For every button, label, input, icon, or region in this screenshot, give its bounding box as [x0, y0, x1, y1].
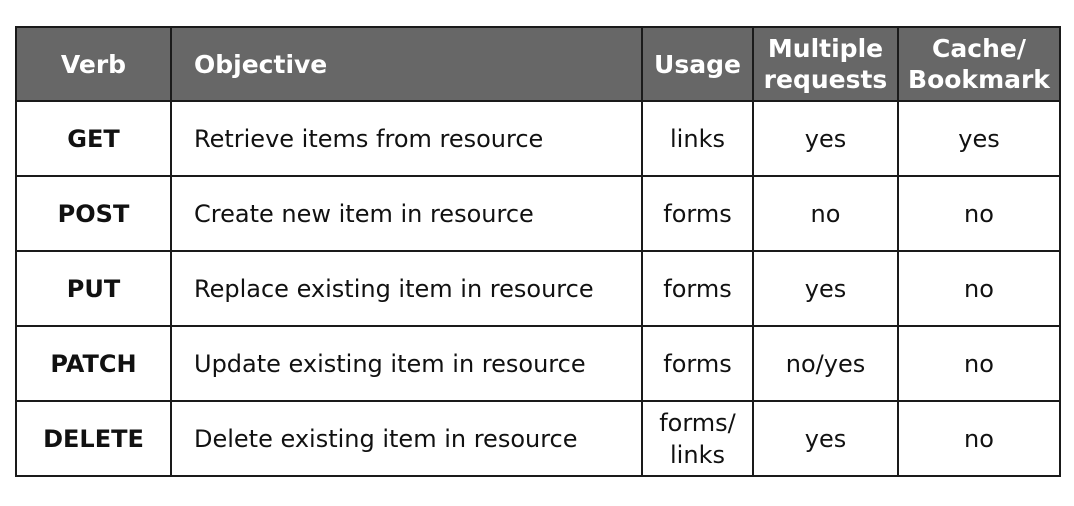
usage-cell: forms/ links — [641, 400, 754, 477]
header-usage: Usage — [641, 26, 754, 102]
cache-bookmark-cell: no — [897, 250, 1061, 327]
header-cache-bookmark: Cache/ Bookmark — [897, 26, 1061, 102]
verb-cell: GET — [15, 100, 172, 177]
usage-cell: forms — [641, 325, 754, 402]
header-objective: Objective — [170, 26, 643, 102]
cache-bookmark-cell: no — [897, 175, 1061, 252]
objective-cell: Retrieve items from resource — [170, 100, 643, 177]
table-row: PATCH Update existing item in resource f… — [15, 325, 1061, 402]
usage-cell: links — [641, 100, 754, 177]
usage-cell: forms — [641, 175, 754, 252]
objective-cell: Update existing item in resource — [170, 325, 643, 402]
usage-cell: forms — [641, 250, 754, 327]
table-header: Verb Objective Usage Multiple requests C… — [15, 26, 1061, 102]
header-multiple-requests: Multiple requests — [752, 26, 899, 102]
multiple-requests-cell: no/yes — [752, 325, 899, 402]
multiple-requests-cell: yes — [752, 400, 899, 477]
multiple-requests-cell: yes — [752, 100, 899, 177]
cache-bookmark-cell: no — [897, 400, 1061, 477]
multiple-requests-cell: no — [752, 175, 899, 252]
verb-cell: POST — [15, 175, 172, 252]
objective-cell: Delete existing item in resource — [170, 400, 643, 477]
cache-bookmark-cell: yes — [897, 100, 1061, 177]
verb-cell: DELETE — [15, 400, 172, 477]
table-row: DELETE Delete existing item in resource … — [15, 400, 1061, 477]
table-row: GET Retrieve items from resource links y… — [15, 100, 1061, 177]
http-verbs-table: Verb Objective Usage Multiple requests C… — [15, 26, 1061, 477]
header-row: Verb Objective Usage Multiple requests C… — [15, 26, 1061, 102]
header-verb: Verb — [15, 26, 172, 102]
multiple-requests-cell: yes — [752, 250, 899, 327]
cache-bookmark-cell: no — [897, 325, 1061, 402]
verb-cell: PATCH — [15, 325, 172, 402]
table-row: PUT Replace existing item in resource fo… — [15, 250, 1061, 327]
table-body: GET Retrieve items from resource links y… — [15, 100, 1061, 477]
verb-cell: PUT — [15, 250, 172, 327]
objective-cell: Create new item in resource — [170, 175, 643, 252]
table-row: POST Create new item in resource forms n… — [15, 175, 1061, 252]
objective-cell: Replace existing item in resource — [170, 250, 643, 327]
